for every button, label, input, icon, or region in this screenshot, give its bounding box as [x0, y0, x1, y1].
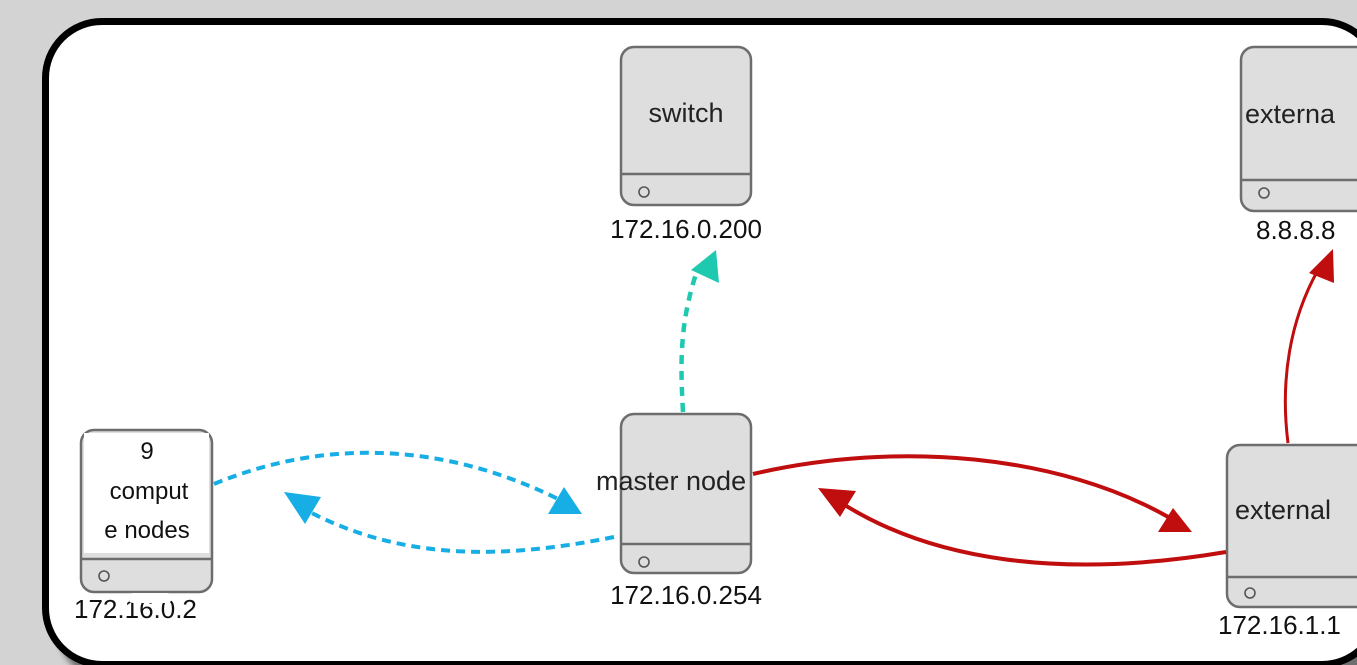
internet-led-icon	[1258, 187, 1270, 199]
switch-arrowhead-icon	[691, 250, 719, 283]
compute-label-box	[84, 433, 209, 553]
external-led-icon	[1244, 587, 1256, 599]
master-inbound-red-arrowhead-icon	[818, 488, 856, 517]
external-to-internet-link	[1283, 269, 1320, 444]
compute-label-line2: comput	[110, 478, 189, 505]
master-node[interactable]: master node	[596, 412, 753, 575]
master-label: master node	[596, 466, 746, 496]
internet-arrowhead-icon	[1309, 249, 1334, 283]
external-node-body	[1225, 443, 1357, 609]
compute-nodes-node[interactable]: 9 comput e nodes	[79, 428, 214, 594]
switch-label: switch	[648, 98, 723, 128]
internet-node-body	[1239, 45, 1357, 213]
external-label: external	[1235, 495, 1331, 525]
master-ip: 172.16.0.254	[610, 580, 762, 610]
master-led-icon	[638, 556, 650, 568]
external-node[interactable]: external	[1225, 443, 1357, 609]
master-inbound-arrowhead-icon	[548, 487, 582, 514]
master-to-switch-link	[679, 267, 701, 413]
switch-node[interactable]: switch	[619, 45, 753, 207]
compute-ip-smudge	[128, 593, 172, 603]
external-to-master-link	[838, 500, 1227, 567]
compute-label-line1: 9	[140, 438, 153, 465]
compute-inbound-arrowhead-icon	[284, 492, 321, 524]
switch-led-icon	[638, 186, 650, 198]
switch-node-body	[619, 45, 753, 207]
external-ip: 172.16.1.1	[1218, 610, 1341, 640]
master-node-body	[619, 412, 753, 575]
switch-ip: 172.16.0.200	[610, 214, 762, 244]
internet-node[interactable]: externa	[1239, 45, 1357, 213]
external-inbound-arrowhead-icon	[1158, 508, 1192, 532]
compute-to-master-link	[213, 450, 561, 502]
master-to-compute-link	[305, 508, 615, 554]
master-to-external-link	[752, 454, 1171, 520]
compute-led-icon	[98, 570, 110, 582]
internet-ip: 8.8.8.8	[1256, 215, 1336, 245]
compute-label-line3: e nodes	[104, 517, 189, 544]
internet-label: externa	[1245, 99, 1336, 129]
